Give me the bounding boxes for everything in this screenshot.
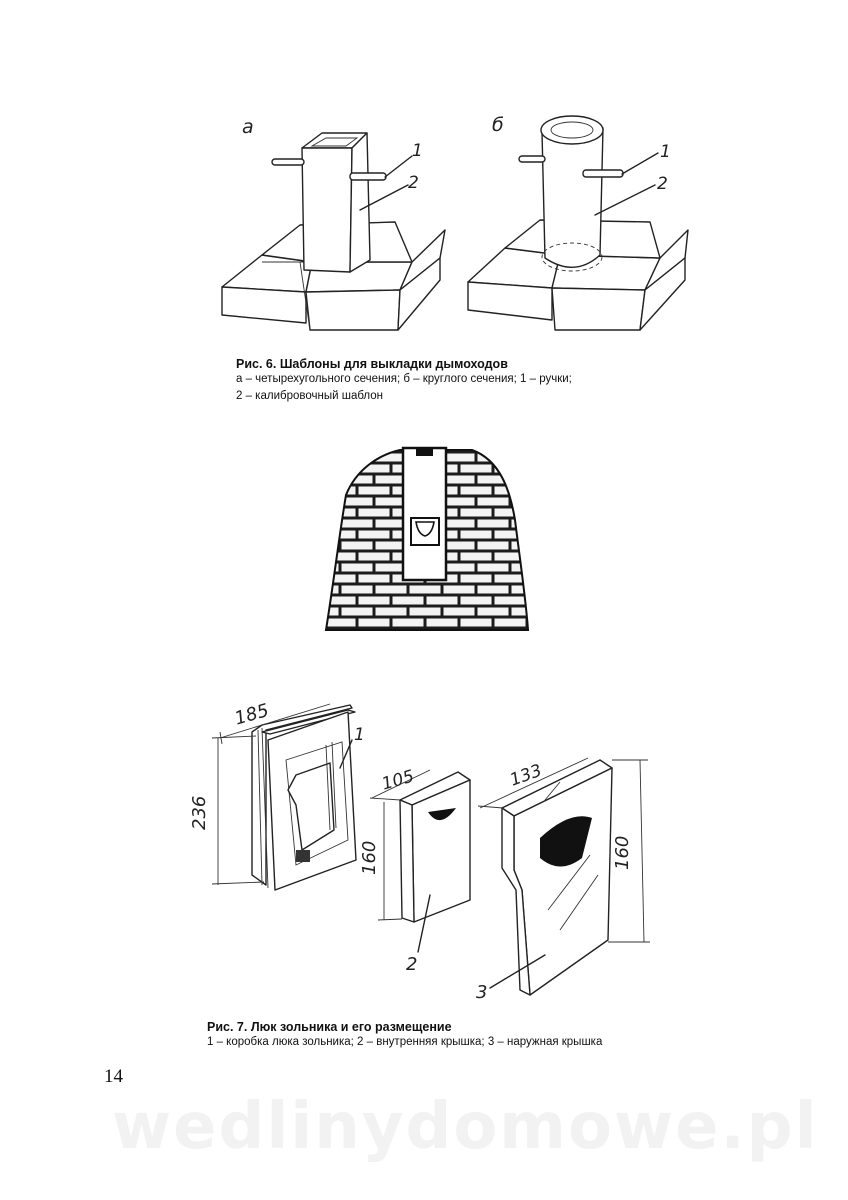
outer-cover-drawing: [477, 757, 650, 996]
figure-7-caption-title: Рис. 7. Люк зольника и его размещение: [207, 1020, 452, 1034]
page-number: 14: [104, 1066, 123, 1087]
figure-7-caption-line1: 1 – коробка люка зольника; 2 – внутрення…: [207, 1036, 603, 1048]
label-b: б: [492, 114, 504, 136]
dim-105: 105: [380, 766, 417, 794]
callout-1b: 1: [660, 142, 671, 162]
figure-6-caption-title: Рис. 6. Шаблоны для выкладки дымоходов: [236, 357, 508, 371]
figure-7-caption: Рис. 7. Люк зольника и его размещение 1 …: [207, 1020, 687, 1051]
dim-160-left: 160: [359, 841, 380, 875]
dim-160-right: 160: [612, 836, 633, 870]
watermark: wedlinydomowe.pl: [112, 1090, 819, 1164]
callout-2b: 2: [657, 174, 668, 194]
brick-wall-ashpit-drawing: [324, 446, 530, 631]
door-box-drawing: [211, 703, 357, 891]
dim-133: 133: [507, 761, 544, 791]
figure-6-caption-line2: 2 – калибровочный шаблон: [236, 390, 384, 402]
template-round-drawing: [467, 115, 689, 331]
callout-3: 3: [476, 982, 487, 1003]
figure-6-caption: Рис. 6. Шаблоны для выкладки дымоходов а…: [236, 357, 676, 405]
label-a: а: [242, 116, 254, 138]
callout-2: 2: [406, 954, 417, 975]
template-square-drawing: [221, 132, 446, 331]
dim-236: 236: [189, 796, 210, 830]
callout-1a: 1: [412, 141, 423, 161]
inner-cover-drawing: [369, 769, 471, 953]
figure-7-ashpit-door: 185 236 1 105 160 2 133 160 3: [189, 700, 650, 1003]
figure-6-caption-line1: а – четырехугольного сечения; б – кругло…: [236, 373, 572, 385]
callout-2a: 2: [408, 173, 419, 193]
callout-1: 1: [354, 725, 365, 745]
figure-6-templates: а 1 2 б 1 2: [221, 114, 689, 331]
